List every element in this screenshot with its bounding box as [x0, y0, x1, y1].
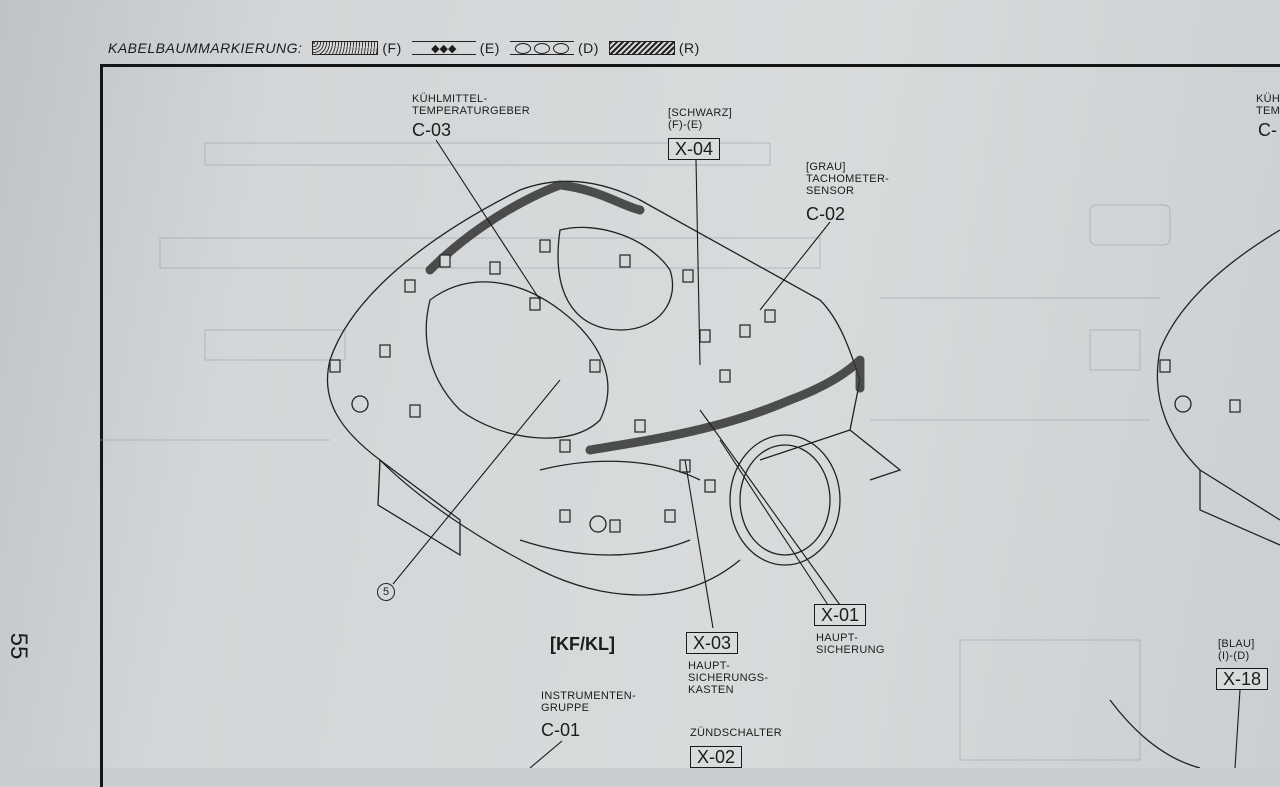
c02-code: C-02 [806, 204, 846, 224]
x18-label-line2: (I)-(D) [1218, 650, 1250, 662]
right-partial-line1: KÜHL [1256, 93, 1280, 105]
c03-label-line2: TEMPERATURGEBER [412, 105, 530, 117]
ground-point-marker: 5 [377, 583, 395, 601]
x01-code: X-01 [814, 604, 867, 626]
x03-label-line3: KASTEN [688, 684, 734, 696]
c01-code: C-01 [541, 720, 581, 740]
x04-label: [SCHWARZ] (F)-(E) [668, 107, 732, 131]
hatched-swatch-icon [608, 41, 675, 55]
x01-label-line1: HAUPT- [816, 632, 859, 644]
dotted-swatch-icon [312, 41, 379, 55]
harness-legend: KABELBAUMMARKIERUNG: (F) ◆◆◆ (E) (D) (R) [108, 40, 700, 56]
x03-label-line2: SICHERUNGS- [688, 672, 769, 684]
x03-label: HAUPT- SICHERUNGS- KASTEN [688, 660, 768, 696]
legend-code-r: (R) [678, 40, 700, 56]
x18-label: [BLAU] (I)-(D) [1218, 638, 1255, 662]
c02-label-line2: TACHOMETER- [806, 173, 890, 185]
diamonds-swatch-icon: ◆◆◆ [411, 41, 476, 55]
c03-label: KÜHLMITTEL- TEMPERATURGEBER [412, 93, 530, 117]
c02-label-line1: [GRAU] [806, 161, 846, 173]
legend-code-e: (E) [479, 40, 500, 56]
circles-swatch-icon [509, 41, 574, 55]
x03-code: X-03 [686, 632, 739, 654]
right-partial-code: C- [1258, 120, 1277, 140]
x04-label-line2: (F)-(E) [668, 119, 703, 131]
legend-item-f: (F) [312, 40, 401, 56]
x18-label-line1: [BLAU] [1218, 638, 1255, 650]
engine-bay-drawing [100, 139, 1280, 768]
x02-code: X-02 [690, 746, 743, 768]
c02-label: [GRAU] TACHOMETER- SENSOR [806, 161, 889, 197]
c03-label-line1: KÜHLMITTEL- [412, 93, 488, 105]
model-label: [KF/KL] [550, 634, 615, 654]
legend-code-f: (F) [382, 40, 402, 56]
x01-label: HAUPT- SICHERUNG [816, 632, 885, 656]
c02-label-line3: SENSOR [806, 185, 855, 197]
legend-item-r: (R) [608, 40, 700, 56]
x04-label-line1: [SCHWARZ] [668, 107, 733, 119]
x04-code: X-04 [668, 138, 721, 160]
legend-code-d: (D) [577, 40, 599, 56]
legend-title: KABELBAUMMARKIERUNG: [108, 40, 303, 56]
x02-label: ZÜNDSCHALTER [690, 727, 783, 739]
x03-label-line1: HAUPT- [688, 660, 731, 672]
x01-label-line2: SICHERUNG [816, 644, 885, 656]
legend-item-d: (D) [509, 40, 599, 56]
c01-label: INSTRUMENTEN- GRUPPE [541, 690, 636, 714]
c01-label-line2: GRUPPE [541, 702, 590, 714]
c01-label-line1: INSTRUMENTEN- [541, 690, 636, 702]
x18-code: X-18 [1216, 668, 1269, 690]
c03-code: C-03 [412, 120, 452, 140]
right-partial-label: KÜHL TEM [1256, 93, 1280, 117]
right-partial-line2: TEM [1256, 105, 1280, 117]
legend-item-e: ◆◆◆ (E) [411, 40, 500, 56]
diagram-frame [100, 64, 1280, 787]
